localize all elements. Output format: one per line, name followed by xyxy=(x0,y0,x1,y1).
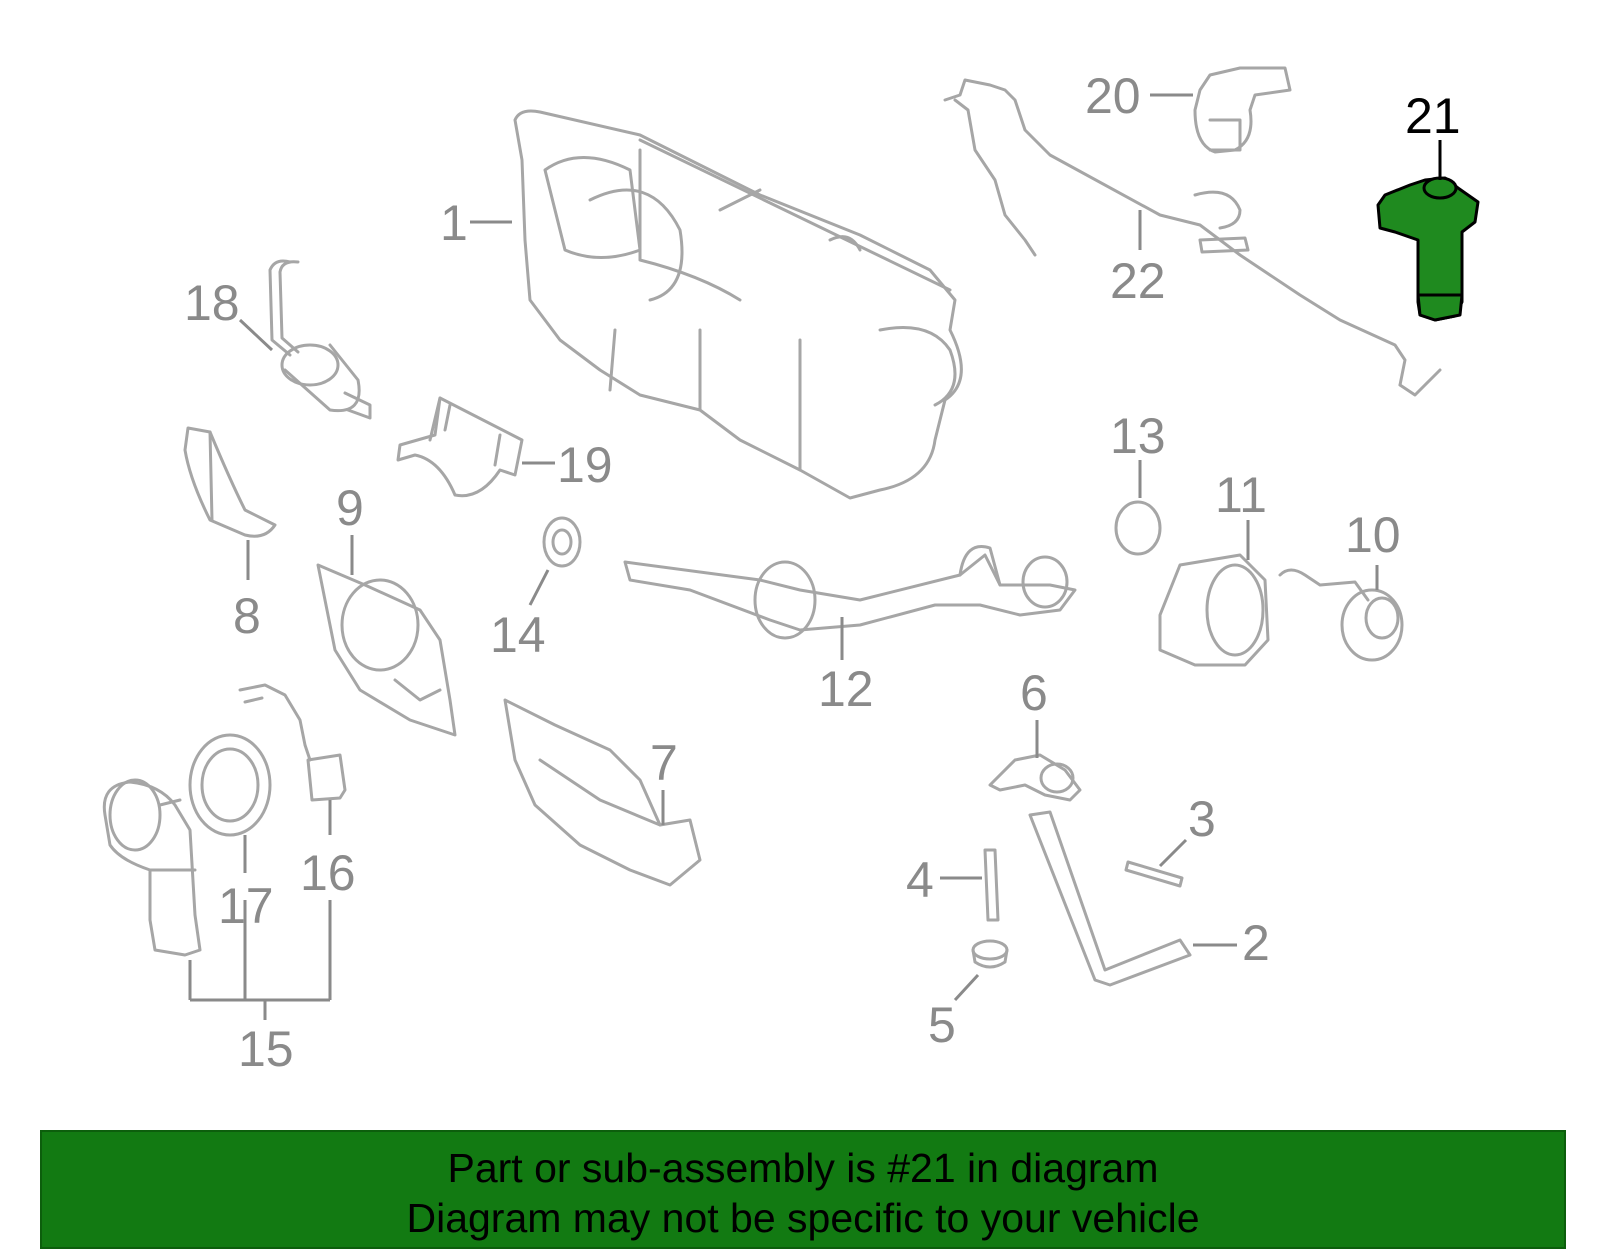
callout-12: 12 xyxy=(818,661,874,717)
part-nut-5 xyxy=(971,939,1009,969)
callout-8: 8 xyxy=(233,588,261,644)
callout-3: 3 xyxy=(1188,791,1216,847)
callout-18: 18 xyxy=(184,275,240,331)
callout-11: 11 xyxy=(1215,467,1267,523)
callout-9: 9 xyxy=(336,480,364,536)
part-fuel-tank xyxy=(513,109,963,500)
callout-1: 1 xyxy=(440,195,468,251)
callout-22: 22 xyxy=(1110,253,1166,309)
part-fuel-filter xyxy=(268,259,372,420)
callout-10: 10 xyxy=(1345,507,1401,563)
callout-6: 6 xyxy=(1020,665,1048,721)
part-housing-11 xyxy=(1158,553,1270,667)
part-heat-shield-8 xyxy=(183,426,277,538)
callout-16: 16 xyxy=(300,845,356,901)
part-grommet-14 xyxy=(542,516,582,568)
part-bracket-6 xyxy=(988,753,1082,802)
banner-vehicle-disclaimer: Diagram may not be specific to your vehi… xyxy=(406,1195,1200,1241)
callout-2: 2 xyxy=(1242,915,1270,971)
callout-21-highlighted: 21 xyxy=(1405,88,1461,144)
part-sender-16 xyxy=(238,683,347,802)
part-bracket-19 xyxy=(396,396,524,498)
part-oring-13 xyxy=(1114,500,1162,556)
callout-13: 13 xyxy=(1110,408,1166,464)
part-cap-10 xyxy=(1278,568,1404,662)
banner-part-notice: Part or sub-assembly is #21 in diagram xyxy=(447,1145,1159,1191)
callout-15: 15 xyxy=(238,1021,294,1077)
callout-7: 7 xyxy=(650,735,678,791)
part-shield-9 xyxy=(316,563,457,737)
part-strap-2 xyxy=(1028,810,1192,987)
part-valve-20 xyxy=(1193,66,1292,154)
part-filler-pipe xyxy=(623,545,1077,640)
part-seal-ring-17 xyxy=(188,733,272,837)
callout-5: 5 xyxy=(928,997,956,1053)
info-banner: Part or sub-assembly is #21 in diagram D… xyxy=(40,1130,1566,1249)
callout-4: 4 xyxy=(906,852,934,908)
callout-19: 19 xyxy=(557,437,613,493)
part-shield-7 xyxy=(503,698,702,887)
callout-20: 20 xyxy=(1085,68,1141,124)
callout-14: 14 xyxy=(490,607,546,663)
part-pump-module-15 xyxy=(102,778,202,957)
part-strip-3 xyxy=(1124,860,1184,888)
part-vent-lines-22 xyxy=(943,78,1442,397)
leader-lines xyxy=(188,93,1442,1020)
part-pad-4 xyxy=(983,848,1000,922)
callout-17: 17 xyxy=(218,878,274,934)
callout-numbers: 1 2 3 4 5 6 7 8 9 10 11 12 13 14 15 16 1… xyxy=(184,68,1461,1077)
part-21-highlighted xyxy=(1376,176,1480,322)
